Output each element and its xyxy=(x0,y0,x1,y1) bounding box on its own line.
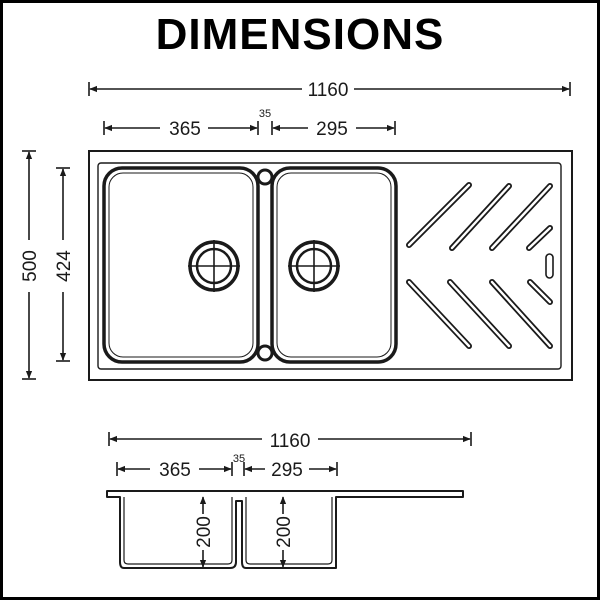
sink-profile-inner xyxy=(123,497,233,565)
sink-profile-outer xyxy=(106,490,464,569)
top-overall-depth-dimension xyxy=(22,150,36,380)
sink-top-view xyxy=(88,150,573,381)
top-overall-width-label: 1160 xyxy=(308,80,349,101)
left-bowl-inner-edge xyxy=(108,172,254,358)
top-bowl-gap-label: 35 xyxy=(259,108,271,120)
top-bowl-left-width-label: 365 xyxy=(169,119,201,140)
sink-side-view xyxy=(106,490,464,569)
top-bowl-depth-dimension xyxy=(56,167,70,362)
top-overall-width-dimension xyxy=(88,82,571,96)
side-bowl-left-height-label: 200 xyxy=(194,516,215,548)
page-title: DIMENSIONS xyxy=(155,10,445,59)
side-bowl-right-height-label: 200 xyxy=(274,516,295,548)
sink-inner-rim xyxy=(97,162,562,370)
top-bowl-widths-dimension xyxy=(103,121,396,135)
top-bowl-right-width-label: 295 xyxy=(316,119,348,140)
left-bowl xyxy=(102,166,260,364)
sink-outer-rim xyxy=(88,150,573,381)
tap-hole-icon xyxy=(256,168,274,186)
left-drain-icon xyxy=(188,240,240,292)
side-overall-width-label: 1160 xyxy=(270,431,311,452)
side-bowl-gap-label: 35 xyxy=(233,453,245,465)
right-drain-icon xyxy=(288,240,340,292)
side-overall-width-dimension xyxy=(108,432,472,446)
right-bowl-inner-edge xyxy=(276,172,392,358)
top-overall-depth-label: 500 xyxy=(20,250,41,282)
side-bowl-right-width-label: 295 xyxy=(271,460,303,481)
overflow-hole-icon xyxy=(256,344,274,362)
top-bowl-depth-label: 424 xyxy=(54,250,75,282)
side-bowl-widths-dimension xyxy=(116,462,338,476)
side-bowl-left-width-label: 365 xyxy=(159,460,191,481)
right-bowl xyxy=(270,166,398,364)
drainer-slot xyxy=(545,253,554,279)
